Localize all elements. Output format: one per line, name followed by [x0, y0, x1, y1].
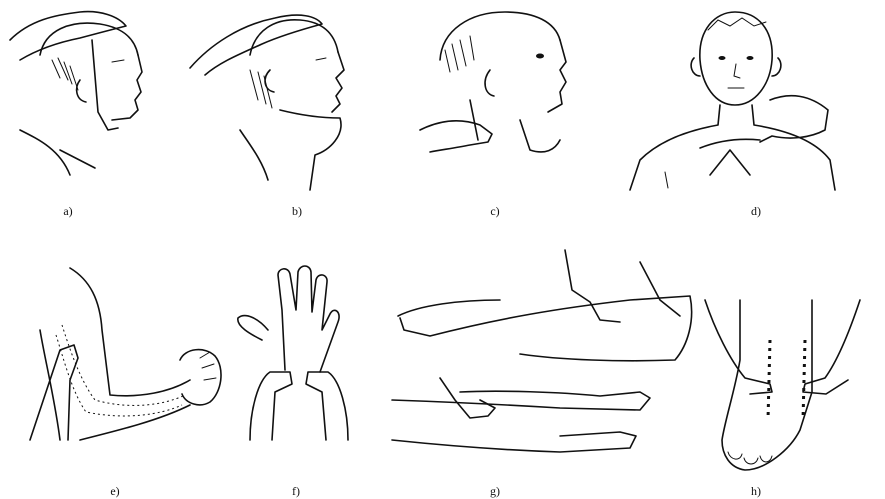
dotted-line-outer	[801, 339, 807, 421]
panel-label-b: b)	[292, 204, 302, 218]
arm-lower-outline	[39, 329, 191, 441]
right-eye	[746, 56, 754, 60]
panel-label-d: d)	[751, 204, 761, 218]
panel-label-c: c)	[490, 204, 499, 218]
hand-under-jaw	[279, 109, 342, 191]
upper-leg	[399, 295, 693, 362]
vessel-dotted-lower	[55, 334, 183, 417]
patient-hand	[277, 265, 340, 373]
panel-label-h: h)	[751, 484, 761, 498]
panel-d-subclavian-pulse: d)	[629, 11, 836, 218]
hand-on-head	[9, 10, 127, 61]
examiner-right-hand	[802, 299, 861, 395]
eye	[315, 57, 327, 61]
upper-foot	[397, 299, 501, 317]
face-profile	[111, 54, 143, 121]
panel-h-dorsalis-pedis-pulse: h)	[704, 299, 861, 498]
hand-on-thigh	[564, 249, 621, 323]
hair-line	[707, 17, 767, 31]
head-outline	[249, 19, 339, 56]
panel-a-temporal-pulse: a)	[9, 10, 143, 218]
hand-at-shoulder	[759, 94, 829, 143]
panel-label-e: e)	[110, 484, 119, 498]
second-hand-arm	[639, 261, 681, 317]
eye	[111, 59, 125, 63]
neck-and-shoulders	[629, 104, 836, 191]
thumb	[237, 314, 269, 341]
lower-leg-back	[391, 431, 637, 453]
panel-label-g: g)	[490, 484, 500, 498]
hand-at-popliteal	[439, 377, 496, 419]
examiner-left-hand	[249, 371, 293, 441]
finger-lines	[199, 351, 217, 381]
hand-at-temple	[91, 39, 119, 131]
panel-g-femoral-popliteal-pulse: g)	[391, 249, 693, 498]
dotted-line-inner	[766, 339, 772, 421]
panel-label-a: a)	[63, 204, 72, 218]
hair-strokes	[51, 57, 79, 91]
upper-arm-outline	[69, 267, 191, 397]
examiner-right-hand	[305, 371, 349, 441]
arm-and-collar	[19, 129, 96, 176]
panel-e-brachial-pulse: e)	[29, 267, 222, 498]
left-eye	[718, 56, 726, 60]
panel-c-carotid-pulse: c)	[419, 11, 567, 218]
examiner-hand	[29, 344, 79, 441]
vessel-dotted-upper	[61, 324, 186, 406]
face-profile	[331, 51, 345, 113]
ears	[690, 57, 782, 77]
chest-mark	[664, 171, 669, 189]
panel-f-radial-pulse: f)	[237, 265, 349, 498]
foot-outline	[721, 299, 813, 471]
fist	[179, 348, 222, 406]
ear	[264, 69, 275, 93]
head-outline	[439, 11, 561, 61]
lower-leg-front	[391, 390, 651, 411]
panel-b-facial-pulse: b)	[189, 14, 345, 218]
collar	[239, 129, 269, 181]
eye	[536, 53, 544, 59]
nose-and-mouth	[727, 63, 745, 89]
ear	[484, 69, 495, 97]
face-outline	[699, 11, 773, 106]
panel-label-f: f)	[292, 484, 300, 498]
hand-on-head	[189, 14, 323, 76]
clavicle-lines	[699, 138, 761, 176]
neck-and-shoulder	[469, 99, 561, 153]
hair-strokes	[444, 35, 475, 73]
ear	[75, 79, 87, 103]
toes	[727, 451, 773, 465]
hand-on-neck	[419, 120, 493, 153]
examiner-left-hand	[704, 299, 773, 395]
head-outline	[39, 22, 139, 56]
face-profile	[547, 39, 567, 113]
